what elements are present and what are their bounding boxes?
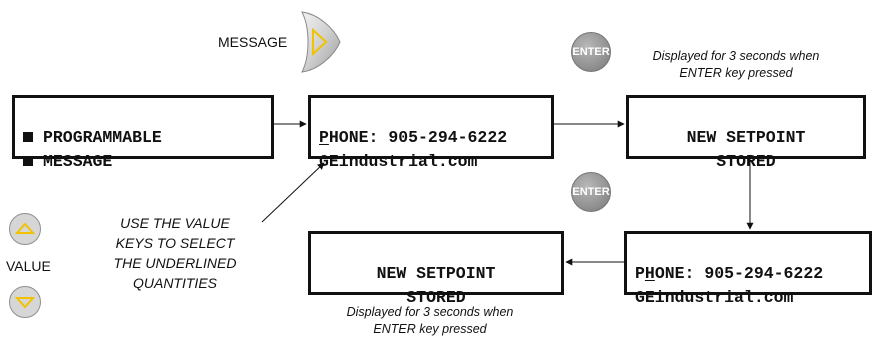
value-keys-hint: USE THE VALUE KEYS TO SELECT THE UNDERLI… xyxy=(113,215,237,291)
display-line-2: GEindustrial.com xyxy=(319,152,478,171)
display-line-1: PHONE: 905-294-6222 xyxy=(319,128,508,147)
display-line-2: STORED xyxy=(716,152,776,171)
enter-key-top[interactable]: ENTER xyxy=(571,32,611,72)
display-line-2: GEindustrial.com xyxy=(635,288,794,307)
message-key[interactable] xyxy=(296,8,344,76)
note-bottom: Displayed for 3 seconds when ENTER key p… xyxy=(346,305,514,336)
value-up-key[interactable] xyxy=(9,213,41,245)
up-arrow-icon xyxy=(14,222,36,234)
right-arrow-icon xyxy=(312,27,328,57)
display-line-1: NEW SETPOINT xyxy=(686,128,806,147)
display-setpoint-stored-1: NEW SETPOINT STORED xyxy=(626,95,866,171)
display-line-1: PHONE: 905-294-6222 xyxy=(635,264,824,283)
arrow-hint-pointer xyxy=(261,162,325,223)
value-key-label: VALUE xyxy=(6,258,51,274)
note-top: Displayed for 3 seconds when ENTER key p… xyxy=(652,49,820,80)
display-line-1: NEW SETPOINT xyxy=(376,264,496,283)
enter-key-bottom[interactable]: ENTER xyxy=(571,172,611,212)
value-down-key[interactable] xyxy=(9,286,41,318)
down-arrow-icon xyxy=(14,297,36,309)
message-key-label: MESSAGE xyxy=(218,34,288,50)
bullet-icon xyxy=(23,156,33,166)
bullet-icon xyxy=(23,132,33,142)
display-line-2: MESSAGE xyxy=(23,150,263,174)
display-line-2: STORED xyxy=(406,288,466,307)
display-setpoint-stored-2: NEW SETPOINT STORED xyxy=(308,231,564,307)
display-line-1: PROGRAMMABLE xyxy=(23,126,263,150)
